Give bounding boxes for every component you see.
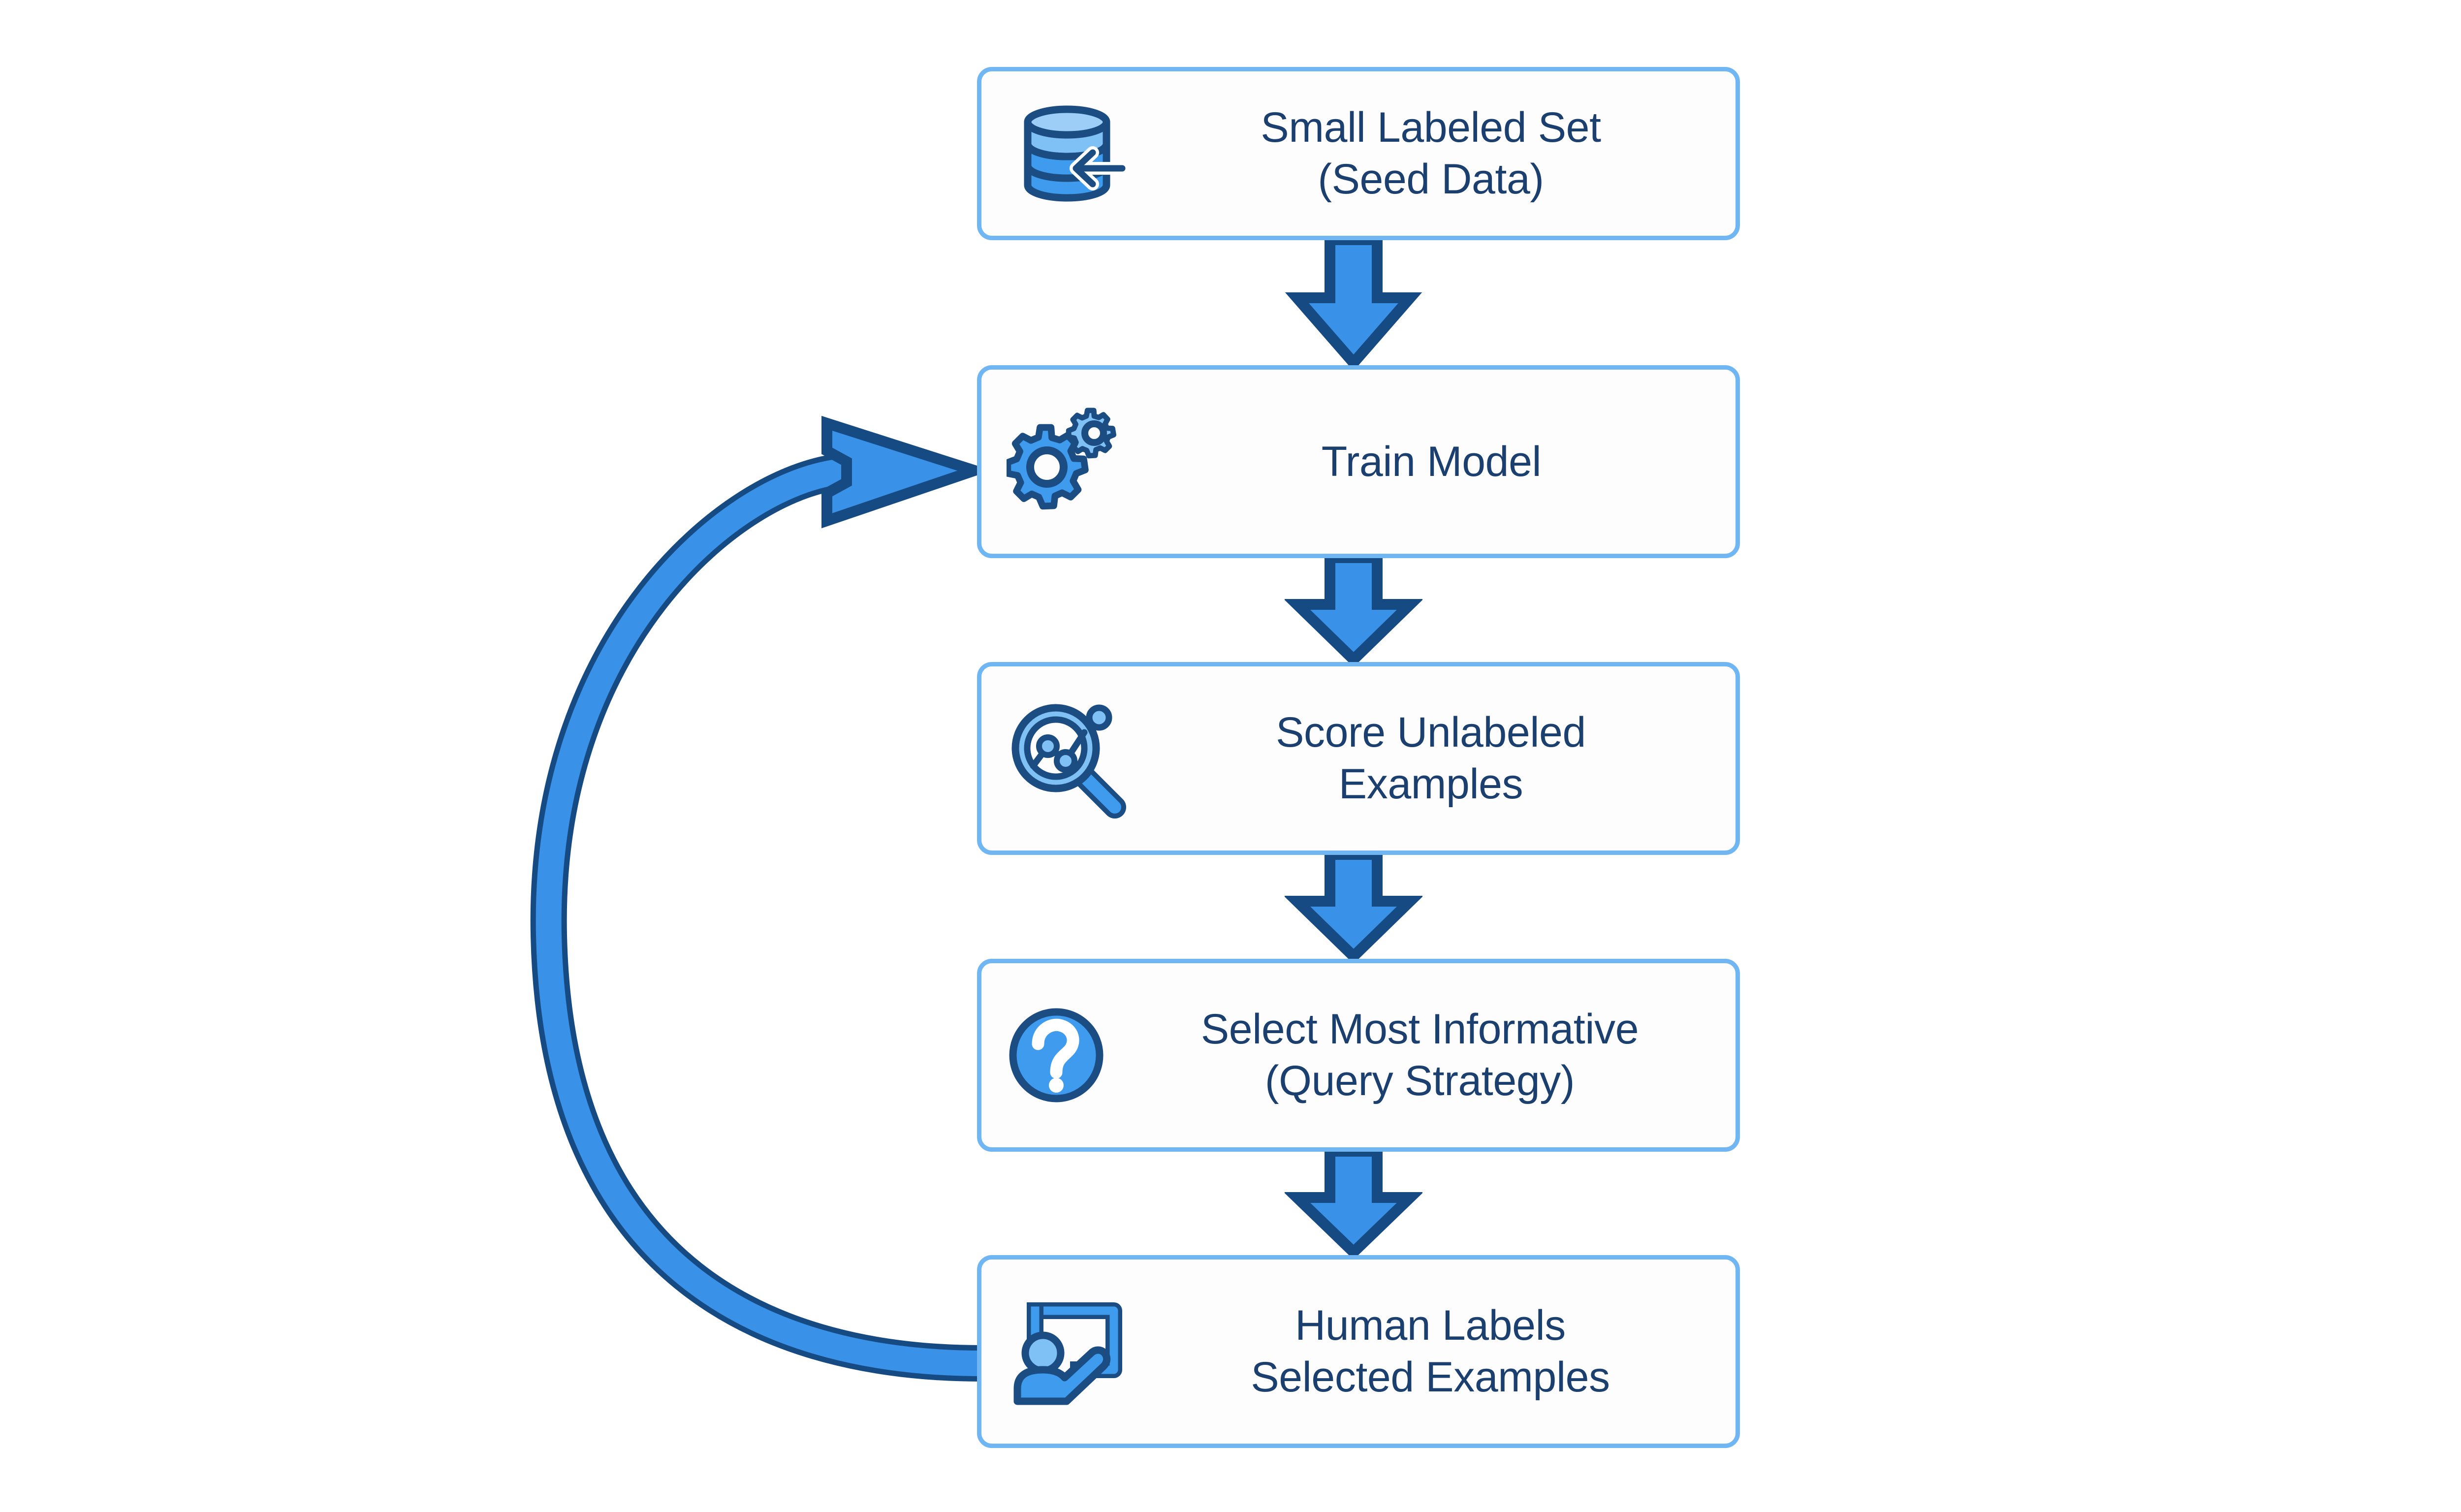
gears-icon (994, 403, 1142, 521)
connector-seed-to-train (1285, 240, 1422, 367)
question-circle-icon (993, 1004, 1119, 1107)
node-label-score-unlabeled-examples: Score Unlabeled Examples (1276, 709, 1586, 808)
node-select-most-informative[interactable]: Select Most Informative (Query Strategy) (977, 959, 1740, 1152)
node-small-labeled-set[interactable]: Small Labeled Set (Seed Data) (977, 67, 1740, 240)
human-teaching-icon (992, 1295, 1140, 1408)
node-train-model[interactable]: Train Model (977, 365, 1740, 558)
node-label-train-model: Train Model (1321, 438, 1542, 485)
node-label-select-most-informative: Select Most Informative (Query Strategy) (1200, 1006, 1639, 1104)
connector-select-to-human (1285, 1151, 1422, 1256)
connector-score-to-select (1285, 854, 1422, 960)
database-import-icon (993, 94, 1141, 213)
magnifier-chart-icon (993, 697, 1141, 820)
connector-human-to-train (530, 415, 992, 1382)
node-human-labels-selected-examples[interactable]: Human Labels Selected Examples (977, 1255, 1740, 1448)
node-label-human-labels-selected-examples: Human Labels Selected Examples (1251, 1302, 1610, 1401)
connector-train-to-score (1285, 558, 1422, 663)
node-score-unlabeled-examples[interactable]: Score Unlabeled Examples (977, 662, 1740, 855)
node-label-small-labeled-set: Small Labeled Set (Seed Data) (1261, 104, 1601, 203)
